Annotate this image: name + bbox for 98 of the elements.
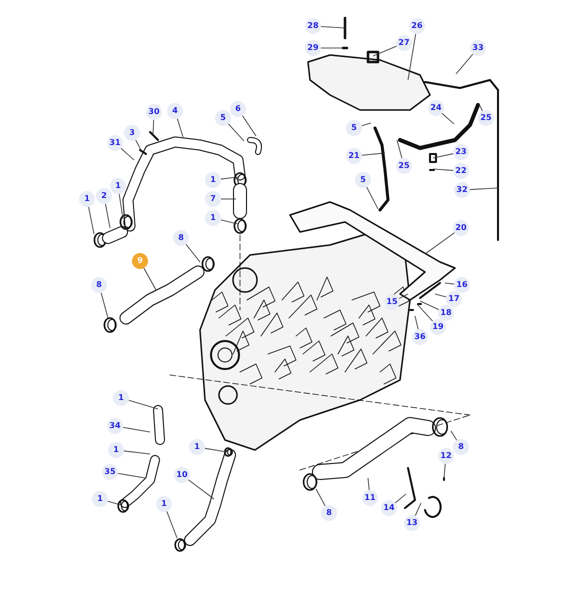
leader-line (135, 140, 142, 152)
leader-line (220, 219, 238, 224)
callout-number: 3 (124, 125, 140, 141)
leader-line (470, 188, 498, 190)
callout-number: 5 (215, 110, 231, 126)
callout-number: 4 (167, 103, 183, 119)
leader-line (368, 478, 370, 490)
callout-number: 25 (478, 110, 494, 126)
leader-line (408, 34, 416, 80)
leader-line (120, 148, 134, 160)
callout-number: 11 (362, 490, 378, 506)
callout-number: 9 (132, 253, 148, 269)
callout-number: 21 (346, 148, 362, 164)
callout-number: 35 (102, 464, 118, 480)
leader-line (124, 450, 150, 454)
leader-line (396, 140, 402, 159)
callout-number: 18 (438, 305, 454, 321)
callout-number: 1 (108, 442, 124, 458)
callout-number: 33 (470, 40, 486, 56)
callout-number: 10 (174, 467, 190, 483)
callout-number: 19 (430, 319, 446, 335)
leader-line (456, 54, 474, 74)
callout-number: 26 (409, 18, 425, 34)
leader-line (444, 282, 454, 284)
leader-line (414, 316, 419, 330)
leader-line (220, 176, 238, 180)
leader-line (186, 244, 200, 262)
leader-line (424, 232, 455, 254)
leader-line (152, 120, 154, 136)
callout-number: 28 (305, 18, 321, 34)
callout-number: 7 (205, 191, 221, 207)
callout-number: 20 (453, 220, 469, 236)
callout-number: 5 (355, 172, 371, 188)
callout-number: 8 (321, 505, 337, 521)
callout-number: 22 (453, 163, 469, 179)
leader-line (398, 294, 408, 299)
leader-line (228, 124, 244, 142)
callout-number: 1 (92, 491, 108, 507)
leader-line (166, 511, 178, 538)
leader-line (118, 194, 124, 220)
leader-line (366, 186, 378, 210)
callout-number: 13 (404, 515, 420, 531)
callout-number: 8 (453, 439, 469, 455)
callout-number: 30 (146, 104, 162, 120)
callout-number: 5 (346, 120, 362, 136)
leader-line (394, 494, 406, 504)
callout-number: 1 (110, 178, 126, 194)
callout-number: 8 (91, 277, 107, 293)
leader-line (416, 304, 433, 322)
callout-number: 1 (79, 191, 95, 207)
leader-line (362, 152, 386, 156)
leader-line (220, 198, 236, 200)
callout-number: 12 (438, 448, 454, 464)
callout-number: 25 (396, 158, 412, 174)
callout-number: 14 (381, 500, 397, 516)
leader-line (361, 122, 372, 126)
callout-number: 27 (396, 35, 412, 51)
leader-line (100, 292, 108, 318)
leader-line (420, 300, 440, 310)
callout-number: 16 (454, 277, 470, 293)
leader-line (320, 26, 346, 28)
callout-number: 36 (412, 329, 428, 345)
leader-line (450, 430, 458, 441)
leader-line (105, 203, 110, 228)
leader-line (442, 112, 454, 124)
leader-line (242, 115, 256, 136)
callout-number: 34 (107, 418, 123, 434)
leader-line (316, 488, 326, 506)
leader-line (434, 294, 447, 298)
callout-number: 1 (113, 390, 129, 406)
leader-line (444, 464, 446, 478)
callout-number: 1 (189, 439, 205, 455)
leader-line (143, 268, 156, 290)
callout-number: 1 (156, 496, 172, 512)
leader-line (414, 502, 422, 516)
callout-number: 6 (230, 101, 246, 117)
leader-line (122, 426, 150, 432)
callout-number: 8 (173, 230, 189, 246)
callout-number: 31 (107, 135, 123, 151)
callout-number: 1 (205, 210, 221, 226)
leader-line (107, 500, 122, 506)
leader-line (432, 153, 454, 158)
leader-line (128, 400, 158, 410)
leader-line (176, 118, 184, 138)
leader-line (204, 448, 228, 452)
leader-line (478, 104, 483, 112)
callout-number: 29 (305, 40, 321, 56)
leader-line (88, 206, 94, 234)
callout-number: 1 (205, 172, 221, 188)
callout-number: 17 (446, 291, 462, 307)
leader-line (188, 479, 214, 500)
callout-number: 32 (454, 182, 470, 198)
leader-line (432, 168, 454, 171)
callout-number: 2 (96, 188, 112, 204)
leader-line (117, 472, 146, 478)
leader-line (372, 46, 398, 56)
callout-number: 23 (453, 144, 469, 160)
callout-number: 24 (428, 100, 444, 116)
